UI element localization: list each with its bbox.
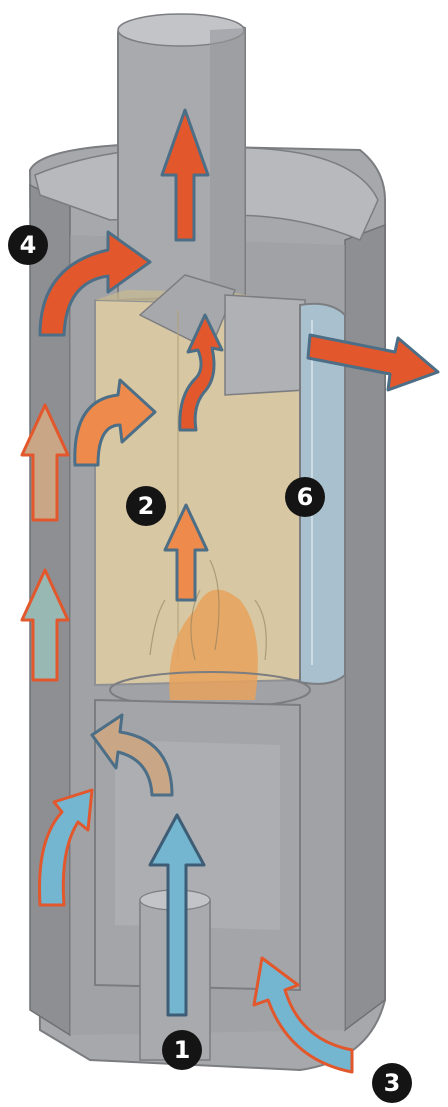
label-badge-2: 2 — [126, 486, 166, 526]
label-badge-4: 4 — [8, 225, 48, 265]
label-badge-1: 1 — [162, 1030, 202, 1070]
label-badge-3: 3 — [372, 1063, 412, 1103]
label-badge-6: 6 — [285, 477, 325, 517]
